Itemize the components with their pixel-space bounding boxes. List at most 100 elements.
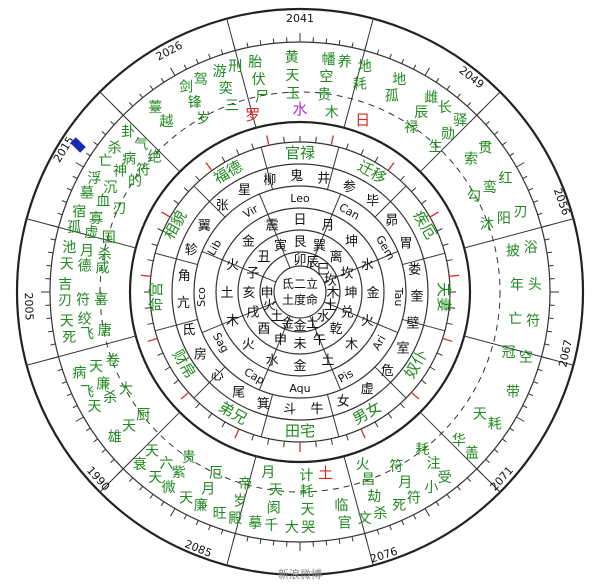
year-tick [509,152,515,157]
year-tick [160,501,165,507]
outer-star-label: 红 [499,171,513,187]
outer-star-label: 官 [338,516,352,532]
mansion-label: 角 [178,269,191,284]
mansion-label: 壁 [406,316,419,331]
year-tick [376,529,380,535]
outer-sector-divider [419,91,501,173]
degree-tick [205,162,213,172]
year-tick [49,356,59,360]
outer-star-label: 冠 [502,345,516,361]
inner-cell-label: 兑 [341,306,354,321]
outer-star-label: 卷 [106,353,120,369]
outer-star-label: 符 [407,491,421,507]
palace-divider [260,146,274,190]
outer-star-label: 厄 [209,465,223,481]
year-tick [389,525,392,531]
outer-star-labels: 黄天玉幡空贵养地耗地孤雌辰禄长驿勋生贯索红鸾勾刃阳沐浴披头年符亡空冠带耗天盖华受… [58,49,542,536]
inner-cell-label: 水 [361,258,374,273]
year-tick [220,49,224,55]
wheel-spokes [26,18,574,566]
palace-label: 疾厄 [409,208,440,243]
year-tick [466,102,471,107]
outer-star-label: 的 [128,174,142,190]
year-tick [364,41,368,51]
inner-cell-label: 子 [246,267,259,282]
outer-star-label: 耗 [353,76,367,92]
inner-divider [258,193,291,269]
mansion-label: 危 [381,364,394,379]
inner-cell-label: 乾 [330,322,343,337]
outer-star-label: 刑 [228,59,242,75]
outer-star-label: 唐 [98,322,112,339]
outer-star-label: 池 [62,240,76,256]
inner-divider [309,315,342,391]
outer-star-label: 亡 [98,154,112,170]
outer-star-label: 胎 [248,54,262,70]
outer-star-label: 墓 [80,186,94,202]
dashed-ring [99,91,501,493]
outer-star-label: 耗 [488,416,502,432]
outer-star-label: 鸾 [483,179,497,196]
year-tick [101,131,107,136]
year-tick [544,238,550,241]
outer-star-label: 天 [301,502,315,518]
degree-tick [446,322,453,325]
sign-label: Aqu [289,382,310,395]
sign-label: Tau [392,287,405,307]
outer-star-label: 天 [60,314,74,330]
planet-label: 罗 [245,106,260,124]
inner-cell-label: 坤 [345,234,358,249]
inner-ring-3 [259,251,341,333]
outer-star-label: 长 [438,100,452,116]
inner-cell-label: 未 [293,337,306,352]
degree-tick [315,136,317,143]
year-tick [446,493,451,499]
watermark: 新浪微博 [278,567,322,581]
outer-sector-divider [226,456,257,566]
palace-label: 迁移 [355,157,390,188]
year-tick [101,448,107,453]
degree-tick [173,379,179,385]
year-tick [485,121,490,126]
inner-cell-label: 土 [321,353,334,368]
year-tick [46,264,52,267]
year-tick [456,93,461,99]
year-tick [139,93,144,99]
inner-cell-label: 坎 [341,267,354,282]
outer-star-label: 符 [390,459,404,475]
degree-tick [449,274,460,277]
year-tick [389,53,392,59]
center-label: 氐二立 土度命 [282,276,318,307]
outer-star-label: 血 [96,193,110,209]
degree-tick [164,366,171,371]
mansion-label: 毕 [366,194,379,209]
degree-tick [207,413,213,419]
degree-tick [330,135,334,146]
outer-star-label: 月 [398,475,412,491]
year-tick [435,77,440,83]
year-tick [546,251,552,254]
degree-tick [147,322,154,325]
palace-divider [374,185,407,218]
degree-tick [330,438,333,445]
year-tick [501,141,507,146]
degree-tick [234,428,240,439]
inner-cell-label: 水 [266,353,279,368]
year-tick [46,317,52,320]
year-tick [401,520,405,526]
year-tick [48,330,54,333]
year-tick [75,162,84,168]
planet-label: 火 [356,457,370,473]
outer-star-label: 旺 [213,506,227,522]
year-tick [516,162,525,168]
outer-star-label: 天 [122,419,136,435]
outer-star-label: 刃 [113,201,127,217]
year-tick [66,393,72,397]
outer-star-label: 耗 [300,484,314,500]
mansion-label: 胃 [399,237,412,252]
outer-star-label: 神 [113,164,127,180]
palace-label: 官禄 [285,144,315,162]
year-tick [272,38,275,44]
degree-tick [345,434,349,441]
year-tick [232,41,236,51]
